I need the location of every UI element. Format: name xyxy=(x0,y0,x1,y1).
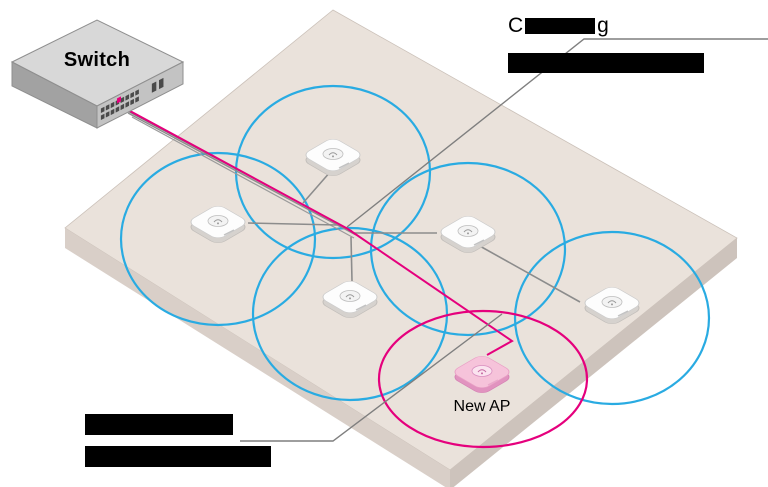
ceiling-edge-left xyxy=(65,228,450,487)
switch-device xyxy=(10,19,185,129)
cable-trunk-3 xyxy=(131,116,355,239)
cable-stub-ap-2 xyxy=(247,222,338,226)
cable-trunk-2 xyxy=(127,112,357,236)
switch-side-face xyxy=(96,61,184,129)
cable-stub-ap-1 xyxy=(302,170,332,204)
ceiling-edge-right xyxy=(450,238,737,487)
coverage-circle-ap-3 xyxy=(369,161,567,337)
new-ap-cable xyxy=(118,104,514,356)
new-ap-label: New AP xyxy=(453,398,511,415)
cable-stub-ap-5 xyxy=(477,244,581,303)
ceiling-callout-line-1: C g xyxy=(508,14,609,38)
switch-ports xyxy=(100,77,164,121)
switch-uplink-port xyxy=(116,96,122,104)
new-ap-coverage-circle xyxy=(377,309,589,449)
redaction-bar-bottom-line-2 xyxy=(85,446,271,467)
leader-line-bottom xyxy=(240,313,503,442)
switch-label: Switch xyxy=(63,49,131,71)
redaction-bar-top-line-2 xyxy=(508,53,704,73)
ceiling-callout-start: C xyxy=(508,14,524,37)
ceiling-callout-end: g xyxy=(597,14,609,37)
coverage-circle-ap-5 xyxy=(513,230,711,406)
cable-stub-ap-4 xyxy=(350,236,353,282)
coverage-circle-ap-2 xyxy=(119,151,317,327)
redaction-bar-bottom-line-1 xyxy=(85,414,233,435)
redaction-bar-top-inline xyxy=(525,18,596,34)
coverage-circle-ap-1 xyxy=(234,84,432,260)
leader-line-top xyxy=(346,38,768,228)
